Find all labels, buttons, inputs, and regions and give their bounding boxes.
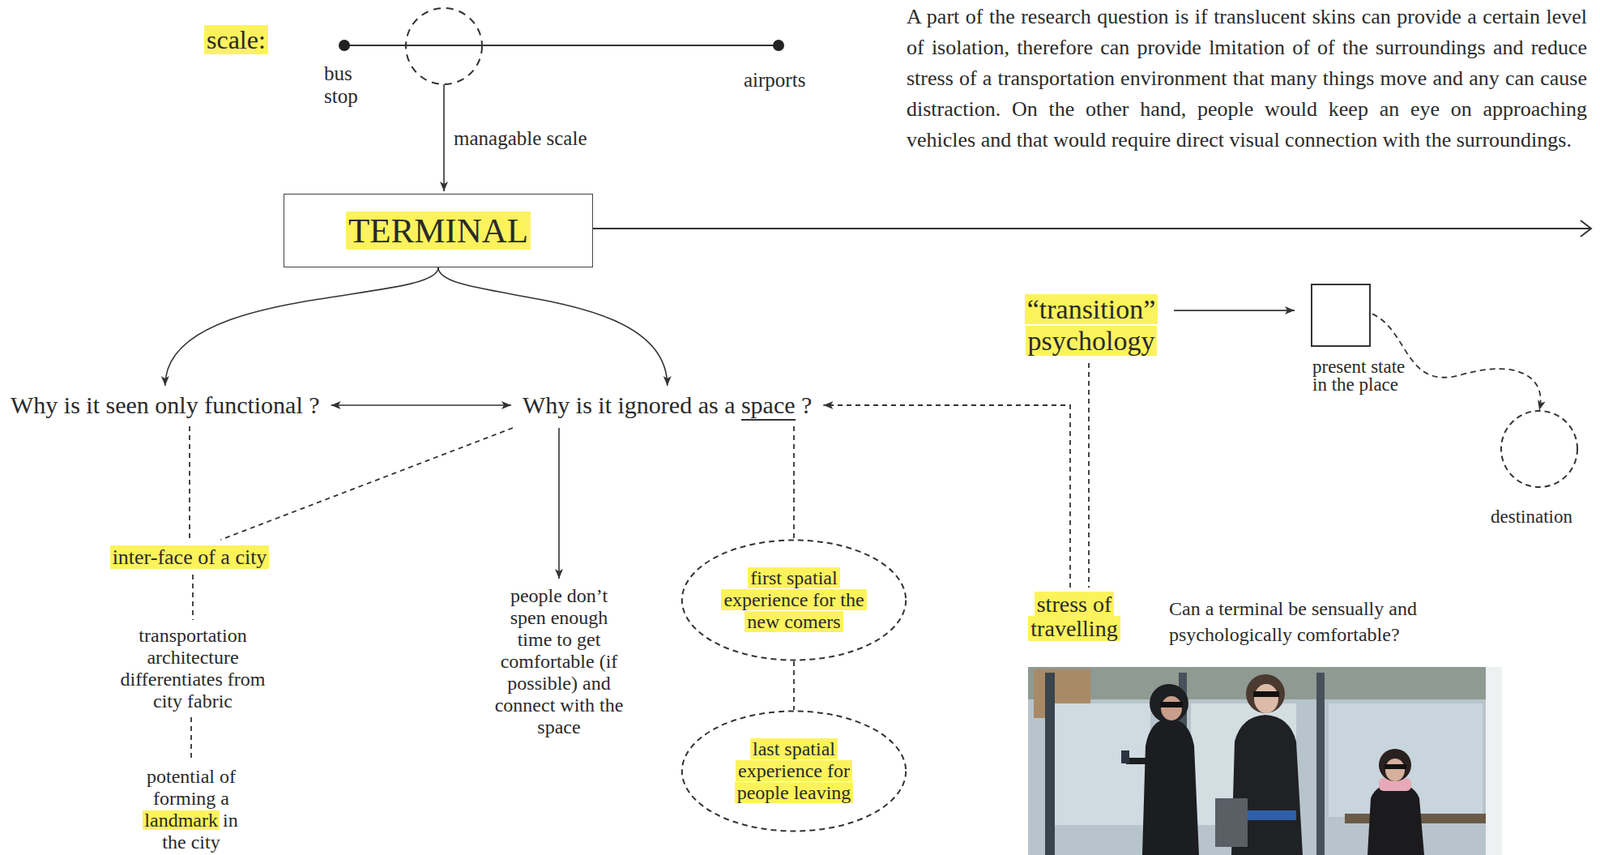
experience-ellipse: last spatial experience for people leavi…	[679, 709, 909, 832]
note-text: transportation architecture differentiat…	[119, 624, 266, 713]
highlighted-text: inter-face of a city	[110, 545, 270, 569]
scale-arrow	[443, 84, 445, 192]
text: airports	[743, 68, 806, 91]
destination-circle: destination	[1500, 409, 1579, 488]
question-text: Why is it seen only functional ?	[10, 390, 320, 420]
text-block: potential of forming a landmark in the c…	[130, 765, 252, 854]
highlighted-text: TERMINAL	[345, 211, 531, 250]
arrow-chevron	[1580, 220, 1592, 237]
text-block: inter-face of a city	[110, 544, 270, 570]
ellipse-shape	[682, 711, 906, 832]
scale-dot	[338, 39, 350, 52]
text-block: present state in the place	[1312, 358, 1406, 394]
word-underline	[741, 418, 796, 421]
note-text: people don’t spen enough time to get com…	[492, 584, 627, 739]
experience-ellipse: first spatial experience for the new com…	[679, 538, 909, 662]
note-paragraph: A part of the research question is if tr…	[906, 1, 1588, 156]
text-block: “transition” psychology	[1018, 293, 1165, 357]
text: Why is it seen only functional ?	[10, 391, 320, 419]
scale-dot	[772, 39, 785, 52]
connector	[220, 427, 513, 540]
bus-stop-photo	[1028, 666, 1502, 855]
text: transportation architecture differentiat…	[120, 624, 266, 712]
circle-shape	[1501, 410, 1578, 487]
text: bus stop	[324, 62, 359, 107]
text: Why is it ignored as a space ?	[522, 391, 812, 419]
connector	[188, 426, 191, 540]
text-block: destination	[1490, 505, 1573, 529]
connector	[331, 404, 512, 406]
text: Can a terminal be sensually and psycholo…	[1169, 597, 1417, 645]
state-square: present state in the place	[1310, 283, 1371, 347]
concept-text: “transition” psychology	[1018, 293, 1165, 357]
question-text: Why is it ignored as a space ?	[522, 390, 812, 420]
connector	[558, 427, 560, 579]
circle-outline	[1500, 409, 1579, 488]
connector	[192, 574, 194, 620]
text-block: first spatial experience for the new com…	[711, 567, 878, 633]
connector	[165, 267, 439, 386]
heading-label: scale:	[204, 24, 269, 56]
highlighted-text: stress of travelling	[1028, 591, 1120, 641]
text: destination	[1490, 506, 1573, 527]
text-block: people don’t spen enough time to get com…	[492, 584, 627, 739]
scale-end-label: airports	[743, 68, 806, 93]
connector	[438, 267, 668, 386]
scale-marker-circle	[405, 8, 483, 85]
concept-text: inter-face of a city	[110, 544, 270, 570]
text: people don’t spen enough time to get com…	[494, 584, 624, 738]
text-block: last spatial experience for people leavi…	[711, 738, 878, 804]
text-block: TERMINAL	[345, 209, 531, 252]
connector	[190, 716, 192, 761]
arrow-label: managable scale	[453, 126, 588, 151]
scale-line	[344, 44, 779, 47]
text: present state in the place	[1312, 356, 1405, 395]
connector	[1088, 362, 1090, 588]
terminal-arrow	[593, 227, 1591, 230]
highlighted-text: first spatial experience for the new com…	[721, 567, 867, 632]
highlighted-text: “transition” psychology	[1024, 294, 1159, 356]
note-text: potential of forming a landmark in the c…	[130, 765, 252, 854]
text: A part of the research question is if tr…	[906, 4, 1588, 152]
text-block: Why is it seen only functional ?	[10, 390, 320, 420]
connector	[793, 661, 795, 710]
highlighted-text: last spatial experience for people leavi…	[734, 738, 854, 803]
text: managable scale	[453, 127, 588, 150]
question-label: Can a terminal be sensually and psycholo…	[1169, 595, 1449, 648]
text-block: transportation architecture differentiat…	[119, 624, 266, 713]
scale-end-label: bus stop	[324, 62, 375, 108]
connector	[793, 426, 795, 539]
text-block: stress of travelling	[1015, 592, 1134, 641]
text-block: Why is it ignored as a space ?	[522, 390, 812, 420]
concept-text: stress of travelling	[1015, 592, 1134, 641]
ellipse-shape	[682, 540, 906, 661]
text: potential of forming a landmark in the c…	[144, 765, 238, 853]
highlighted-text: scale:	[204, 25, 269, 55]
connector	[1173, 309, 1295, 312]
terminal-box: TERMINAL	[283, 193, 594, 268]
